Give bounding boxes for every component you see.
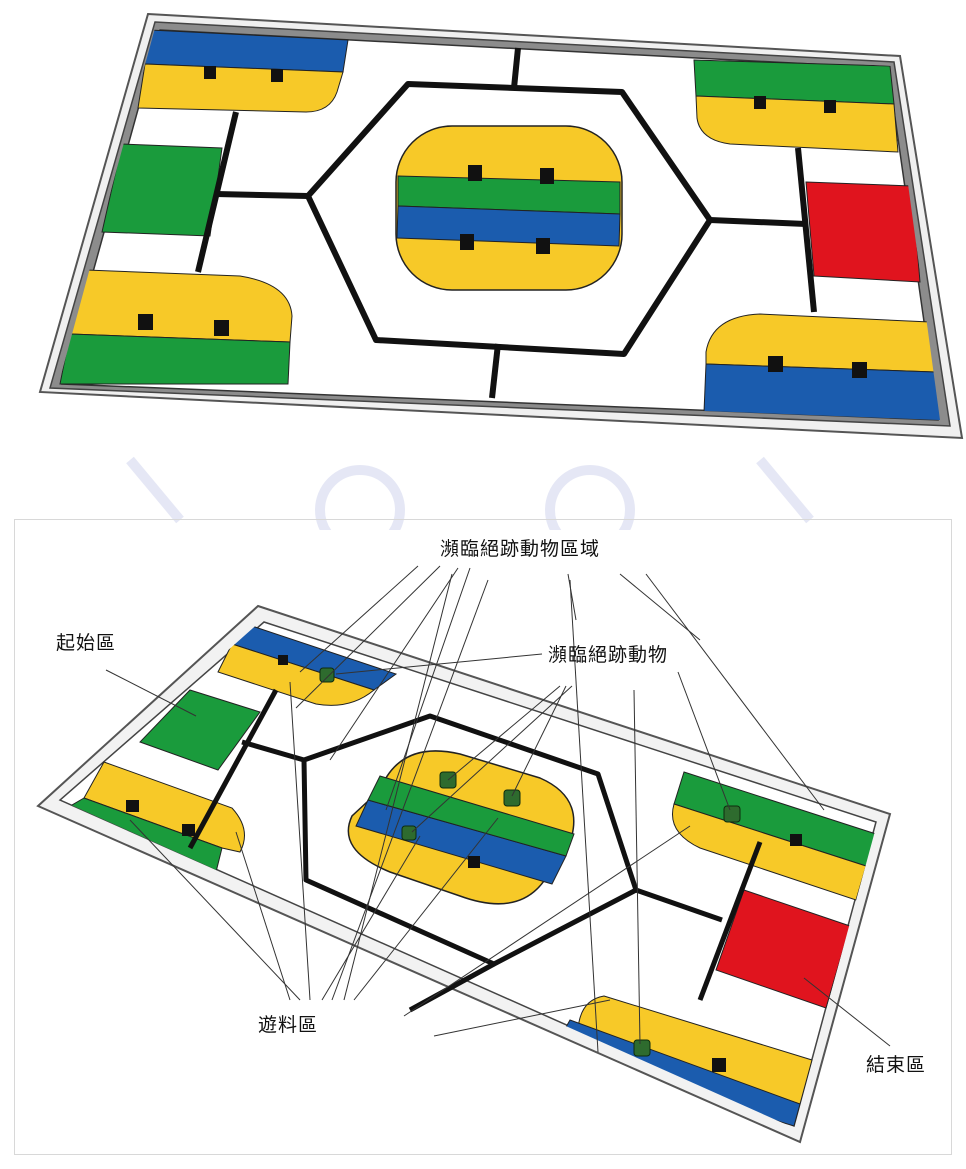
bottom-bottom-left-marker-2 — [182, 824, 195, 836]
bottom-center-zone — [347, 750, 575, 905]
top-bottom-left-marker-1 — [138, 314, 153, 330]
bottom-top-left-yellow-zone — [217, 643, 376, 706]
bottom-bottom-left-yellow-zone — [83, 761, 245, 853]
label-endangered-animal: 瀕臨絕跡動物 — [548, 644, 669, 666]
top-bottom-right-marker-2 — [852, 362, 867, 378]
top-board-diagram — [38, 12, 964, 440]
watermark-logo — [126, 456, 814, 530]
top-right-red-end — [805, 181, 921, 283]
top-bottom-left-green-band — [59, 333, 291, 385]
bottom-bottom-left-marker-1 — [126, 800, 139, 812]
bottom-end-red — [715, 889, 851, 1009]
label-end-area: 結束區 — [866, 1054, 927, 1076]
label-start-area: 起始區 — [56, 632, 117, 654]
top-center-zone — [395, 125, 623, 291]
label-endangered-animal-area: 瀕臨絕跡動物區域 — [440, 538, 601, 560]
top-bottom-right-marker-1 — [768, 356, 783, 372]
bottom-top-right-yellow-zone — [672, 803, 867, 901]
top-right-marker-2 — [824, 100, 836, 113]
bottom-top-left-marker — [278, 655, 288, 665]
top-bottom-left-marker-2 — [214, 320, 229, 336]
top-left-marker-1 — [204, 66, 216, 79]
top-left-yellow-zone — [137, 63, 344, 113]
endangered-animal-icon — [319, 667, 741, 1057]
bottom-bottom-right-marker — [712, 1058, 726, 1072]
bottom-track-lines — [187, 688, 763, 1013]
leader-lines — [105, 565, 891, 1053]
top-bottom-left-yellow-zone — [69, 269, 293, 343]
bottom-start-green — [139, 689, 261, 771]
top-right-marker-1 — [754, 96, 766, 109]
annotated-diagram-frame — [14, 519, 952, 1155]
top-right-yellow-zone — [695, 95, 899, 153]
top-left-marker-2 — [271, 69, 283, 82]
bottom-top-right-marker — [790, 834, 802, 846]
label-feed-area: 遊料區 — [258, 1014, 319, 1036]
top-track-lines — [195, 47, 817, 399]
top-left-green-start — [101, 143, 223, 237]
